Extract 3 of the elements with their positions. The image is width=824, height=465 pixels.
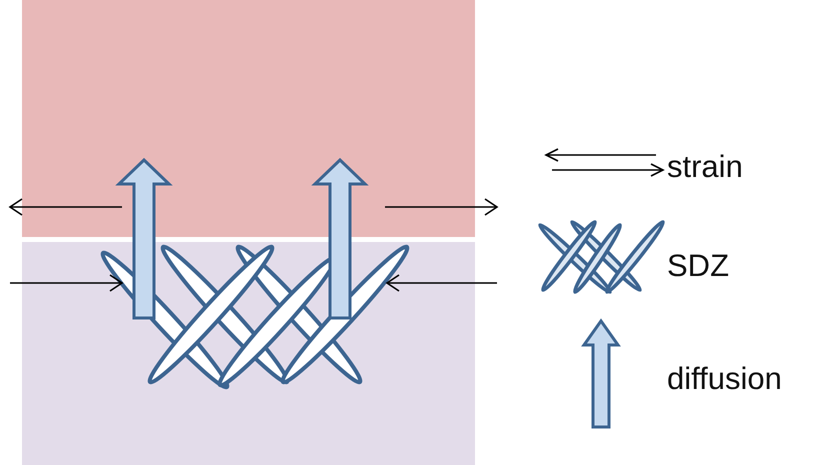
legend-label: strain <box>667 148 743 186</box>
legend-label: SDZ <box>667 247 729 285</box>
legend-label: diffusion <box>667 360 782 398</box>
